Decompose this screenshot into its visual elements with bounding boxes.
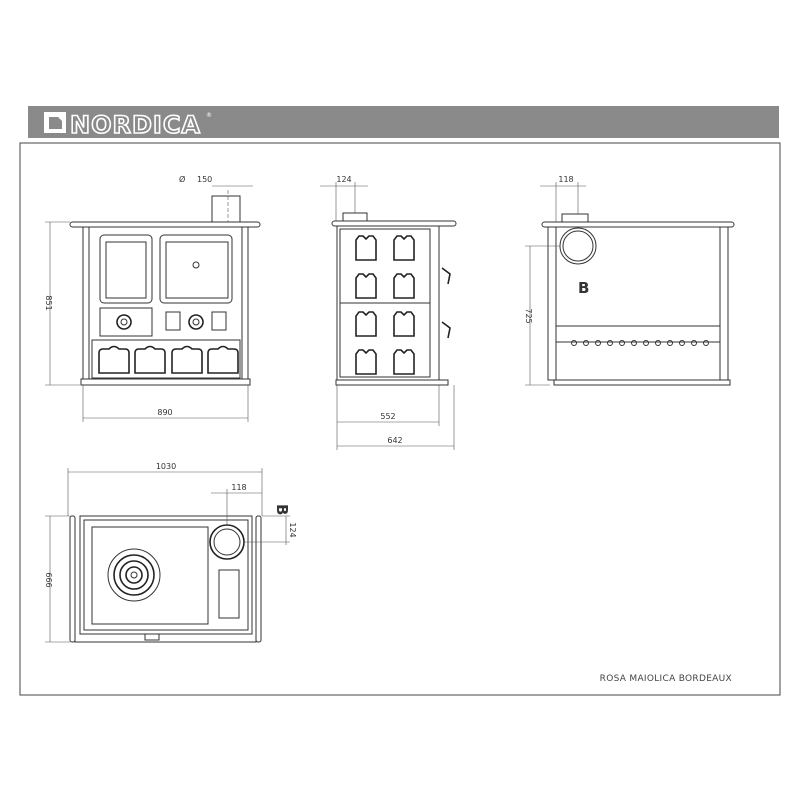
section-label-b-rear: B <box>578 279 589 297</box>
model-caption: ROSA MAIOLICA BORDEAUX <box>600 674 732 684</box>
drawing-frame <box>19 142 781 696</box>
front-view: Ø 150 851 890 <box>44 174 261 422</box>
side-view: 124 552 642 <box>320 175 457 450</box>
dim-top-depth: 666 <box>44 572 53 587</box>
dim-side-depth-total: 642 <box>387 436 402 445</box>
dim-front-width: 890 <box>157 408 172 417</box>
dim-flue-diameter-symbol: Ø <box>179 174 185 184</box>
dim-side-flue-offset: 124 <box>336 175 351 184</box>
top-view: B 1030 118 124 666 <box>44 462 297 643</box>
dim-rear-flue-offset: 118 <box>558 175 573 184</box>
svg-text:®: ® <box>206 112 212 119</box>
section-label-b-top: B <box>273 504 291 515</box>
rear-view: B 118 725 <box>524 175 735 386</box>
dim-flue-diameter: 150 <box>197 175 212 184</box>
header-bar: NORDICA ® <box>28 106 779 140</box>
dim-front-height: 851 <box>44 295 53 310</box>
dim-top-flue-offset-x: 118 <box>231 483 246 492</box>
dim-top-width: 1030 <box>156 462 176 471</box>
nordica-logo: NORDICA ® <box>44 110 212 140</box>
dim-side-depth-body: 552 <box>380 412 395 421</box>
svg-text:NORDICA: NORDICA <box>70 111 201 139</box>
dim-top-flue-offset-y: 124 <box>288 522 297 537</box>
dim-rear-flue-height: 725 <box>524 308 533 323</box>
